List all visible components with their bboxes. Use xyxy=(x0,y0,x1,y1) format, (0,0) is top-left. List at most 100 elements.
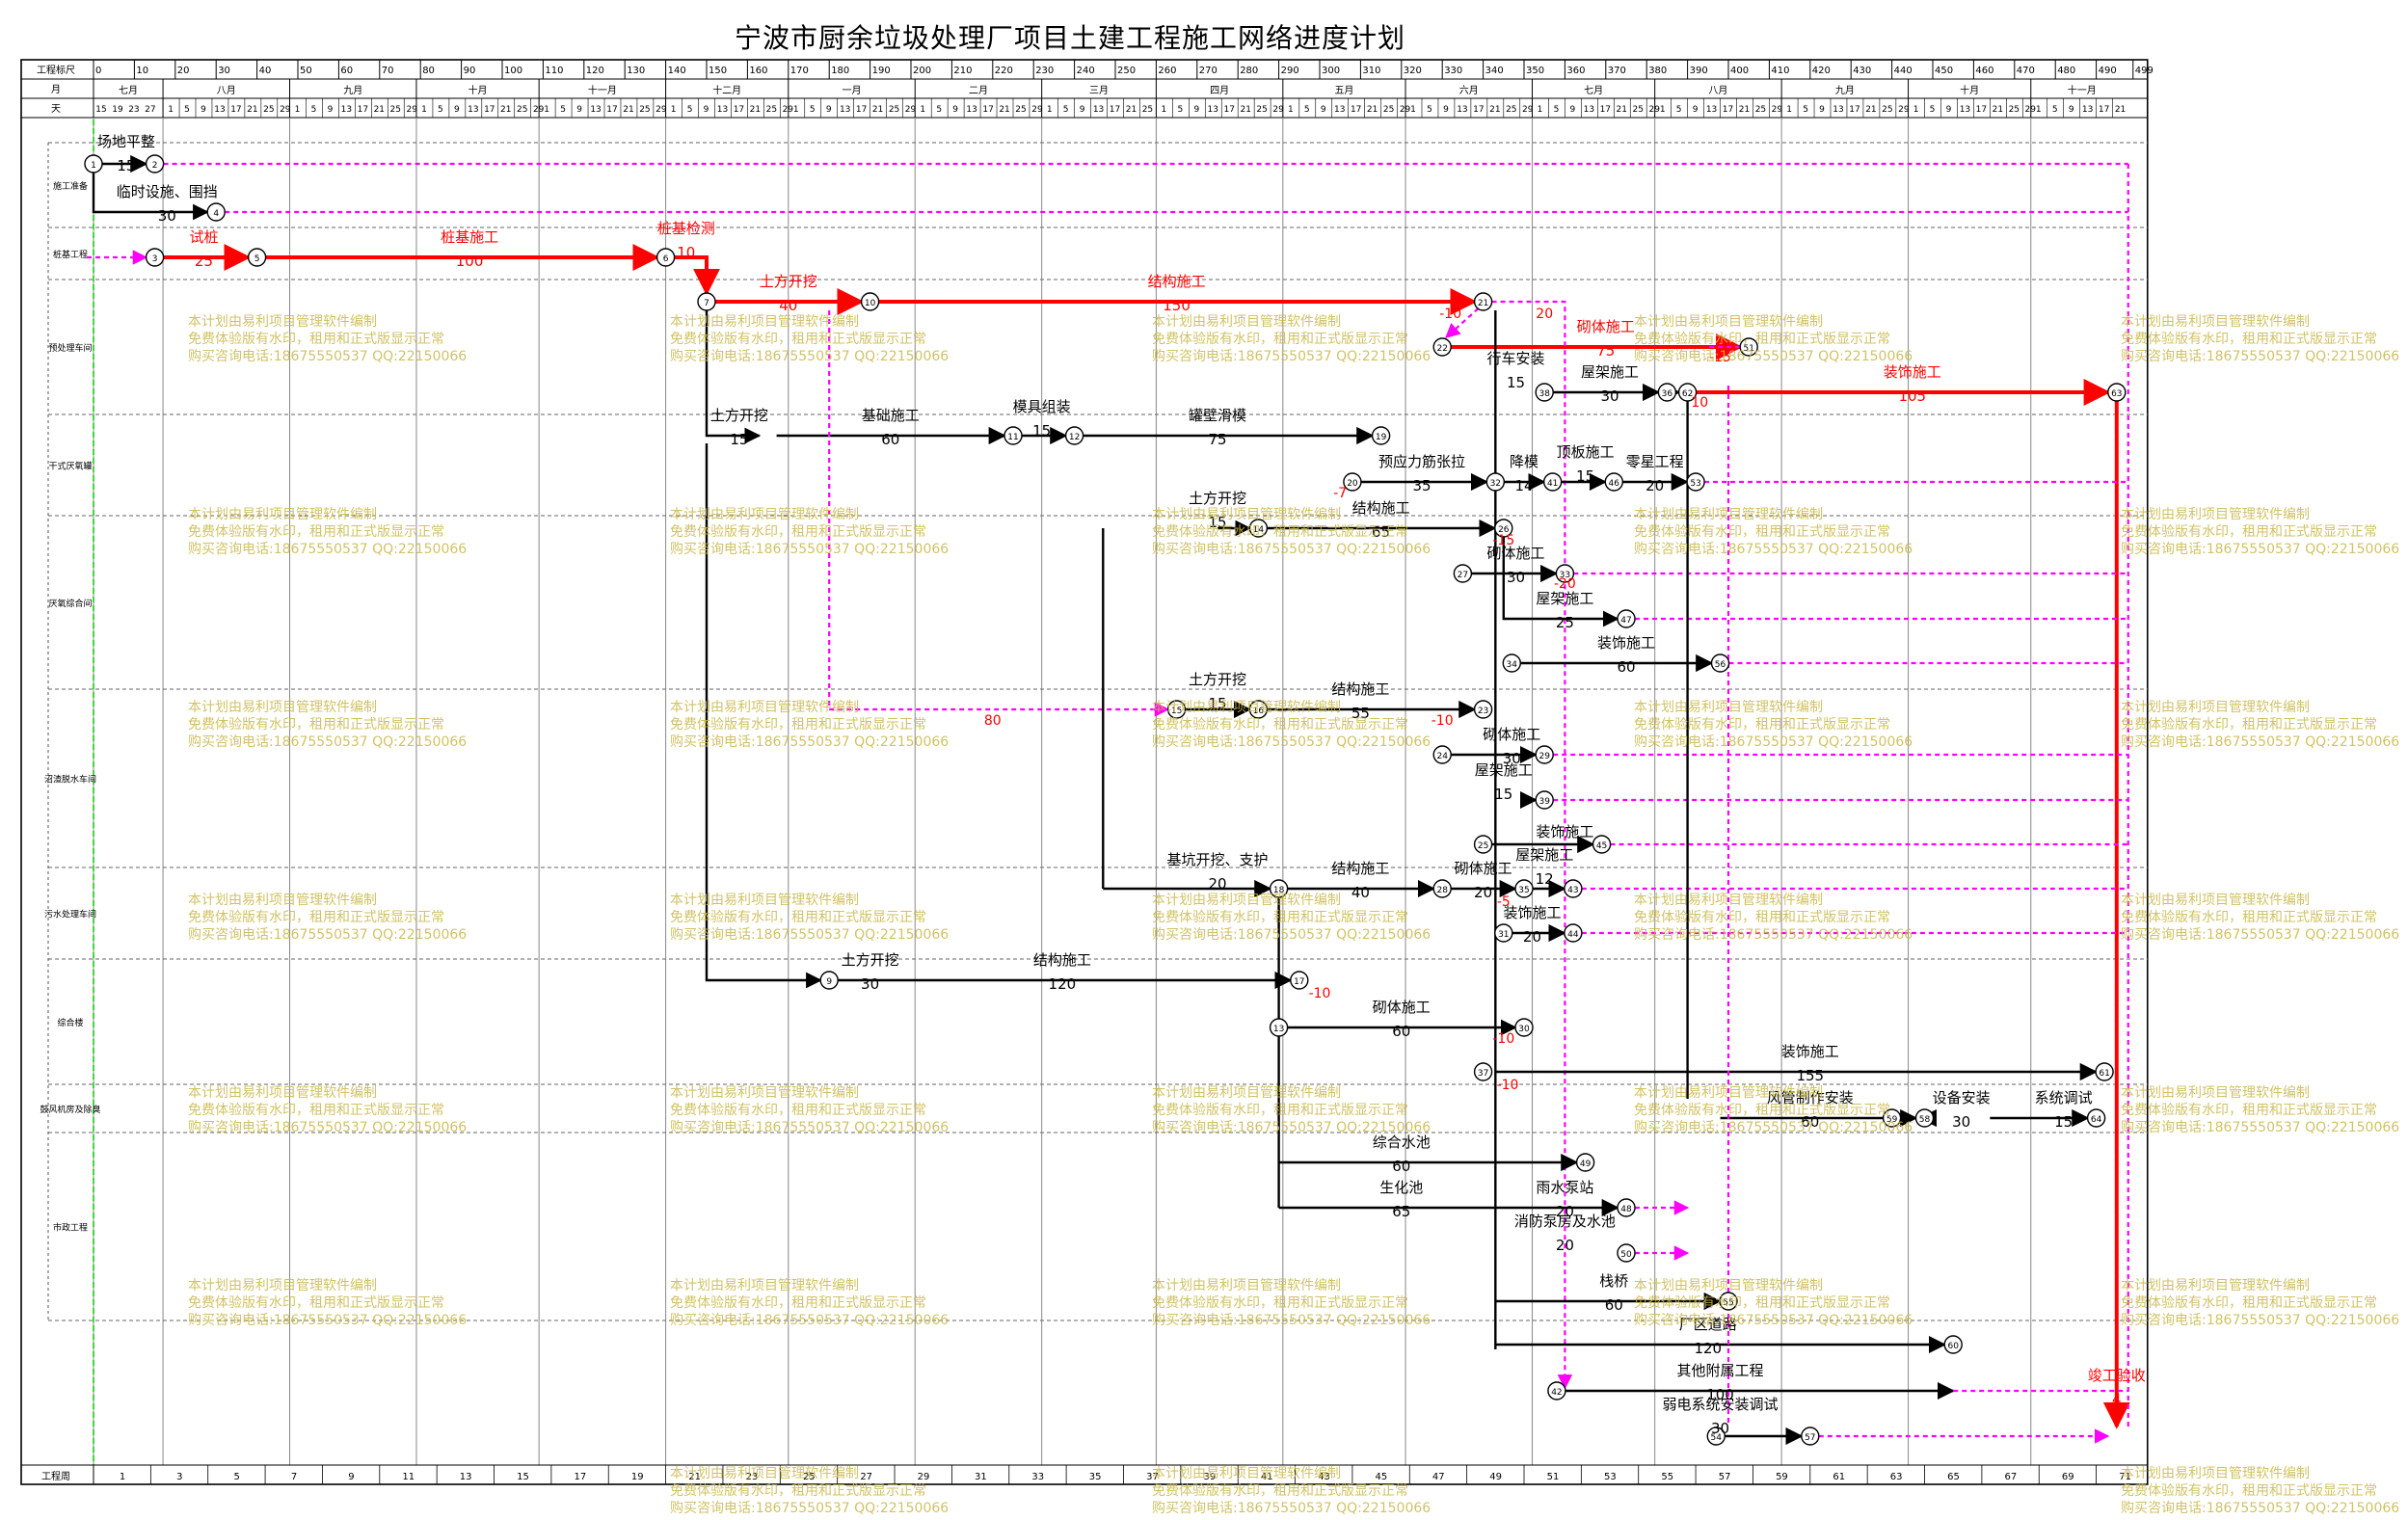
event-node xyxy=(2086,1108,2106,1128)
day-mark: 17 xyxy=(1976,105,1987,115)
scale-tick-label: 60 xyxy=(340,66,353,76)
event-node xyxy=(1547,1381,1566,1400)
day-mark: 21 xyxy=(1739,105,1750,115)
node-number: 23 xyxy=(1478,707,1488,716)
scale-tick-label: 80 xyxy=(422,66,435,76)
day-mark: 25 xyxy=(517,105,527,115)
event-node xyxy=(1943,1335,1963,1354)
day-mark: 17 xyxy=(1351,105,1361,115)
day-mark: 1 xyxy=(1410,105,1416,115)
week-number: 15 xyxy=(517,1472,529,1482)
event-node xyxy=(1555,564,1575,583)
week-number: 57 xyxy=(1719,1472,1731,1482)
activity-duration: 20 xyxy=(1556,1237,1574,1254)
activity-name: 装饰施工 xyxy=(1503,904,1561,921)
day-mark: 9 xyxy=(1080,105,1085,115)
activity-name: 土方开挖 xyxy=(1189,490,1246,507)
activity-name: 结构施工 xyxy=(1352,499,1410,517)
day-mark: 25 xyxy=(1256,105,1267,115)
day-mark: 29 xyxy=(783,105,794,115)
scale-tick-label: 410 xyxy=(1771,66,1789,76)
activity-name: 预应力筋张拉 xyxy=(1378,453,1465,470)
node-number: 25 xyxy=(1478,841,1488,851)
day-mark: 1 xyxy=(168,105,174,115)
day-mark: 1 xyxy=(1047,105,1053,115)
scale-tick-label: 450 xyxy=(1935,66,1953,76)
event-node xyxy=(1739,337,1758,357)
activity-path xyxy=(674,255,720,296)
activity-duration: 10 xyxy=(677,244,695,261)
month-name: 七月 xyxy=(1584,85,1603,96)
day-mark: 1 xyxy=(1660,105,1666,115)
day-mark: 13 xyxy=(1334,105,1345,115)
day-mark: 21 xyxy=(374,105,385,115)
day-mark: 17 xyxy=(2099,105,2109,115)
node-number: 39 xyxy=(1538,797,1550,807)
activity-name: 装饰施工 xyxy=(1781,1043,1839,1060)
event-node xyxy=(1535,745,1554,764)
event-node xyxy=(1535,383,1554,402)
event-node xyxy=(1494,519,1513,538)
node-number: 53 xyxy=(1690,479,1700,489)
time-grid xyxy=(20,59,2149,1485)
node-number: 26 xyxy=(1498,525,1510,535)
activity-name: 结构施工 xyxy=(1331,860,1389,877)
day-mark: 17 xyxy=(1723,105,1733,115)
event-node xyxy=(2095,1062,2114,1081)
activity-duration: 65 xyxy=(1372,523,1390,541)
event-node xyxy=(2107,383,2127,402)
activity-duration: 15 xyxy=(1494,786,1512,803)
day-mark: 25 xyxy=(2009,105,2020,115)
scale-tick-label: 400 xyxy=(1730,66,1749,76)
activity-duration: 20 xyxy=(1645,477,1664,494)
event-node xyxy=(1604,472,1623,492)
day-mark: 13 xyxy=(1960,105,1970,115)
day-mark: 21 xyxy=(1865,105,1876,115)
activity-duration: 75 xyxy=(1208,431,1226,448)
lane-name: 干式厌氧罐 xyxy=(48,461,92,472)
week-number: 35 xyxy=(1089,1472,1102,1482)
scale-tick-label: 30 xyxy=(218,66,230,76)
day-mark: 5 xyxy=(936,105,942,115)
week-number: 59 xyxy=(1776,1472,1788,1482)
activity-name: 土方开挖 xyxy=(842,951,899,969)
lane-name: 施工准备 xyxy=(53,180,88,192)
node-number: 57 xyxy=(1805,1433,1815,1443)
month-name: 二月 xyxy=(969,85,988,96)
scale-tick-label: 270 xyxy=(1199,66,1217,76)
event-node xyxy=(1677,383,1698,402)
activity-name: 风管制作安装 xyxy=(1767,1089,1854,1107)
event-node xyxy=(1575,1153,1595,1172)
day-mark: 29 xyxy=(1648,105,1660,115)
event-node xyxy=(1514,1018,1534,1037)
day-mark: 1 xyxy=(544,105,549,115)
activity-duration: 20 xyxy=(1474,884,1492,901)
day-mark: 1 xyxy=(793,105,799,115)
day-mark: 9 xyxy=(328,105,334,115)
scale-tick-label: 150 xyxy=(709,66,727,76)
node-number: 19 xyxy=(1376,433,1387,442)
day-mark: 25 xyxy=(390,105,401,115)
day-mark: 29 xyxy=(407,105,418,115)
event-node xyxy=(1453,564,1473,583)
event-node xyxy=(84,154,103,173)
activity-duration: 15 xyxy=(1507,374,1525,391)
day-mark: 23 xyxy=(128,105,139,115)
day-mark: 29 xyxy=(905,105,917,115)
activity-duration: 60 xyxy=(1605,1296,1623,1314)
activity-duration: 30 xyxy=(1507,569,1525,586)
week-number: 11 xyxy=(402,1472,415,1482)
activity-duration: 100 xyxy=(1706,1386,1734,1403)
day-mark: 9 xyxy=(704,105,709,115)
day-mark: 21 xyxy=(1367,105,1378,115)
day-mark: 21 xyxy=(1126,105,1137,115)
activity-duration: 40 xyxy=(1351,884,1370,901)
activity-duration: 15 xyxy=(117,157,135,174)
month-name: 十一月 xyxy=(588,84,617,96)
node-number: 6 xyxy=(663,254,669,264)
scale-tick-label: 290 xyxy=(1281,66,1299,76)
day-mark: 13 xyxy=(1833,105,1843,115)
activity-name: 装饰施工 xyxy=(1597,634,1655,652)
activity-name: 砌体施工 xyxy=(1373,999,1431,1016)
